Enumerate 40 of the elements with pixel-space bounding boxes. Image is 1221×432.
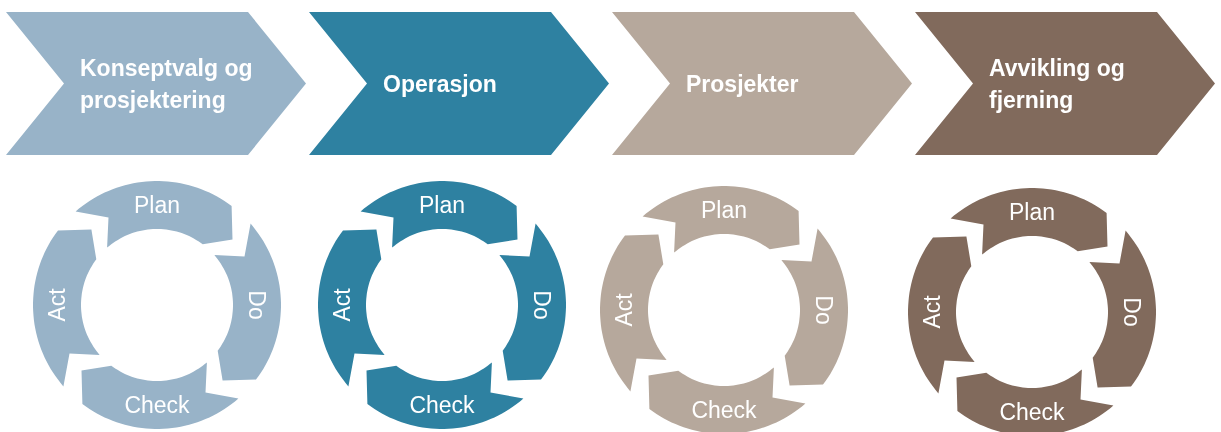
cycle-label: Plan [701, 197, 747, 223]
cycle-label: Do [244, 290, 270, 320]
cycle-label: Plan [419, 192, 465, 218]
check-segment [648, 367, 806, 432]
cycle-label: Do [1119, 297, 1145, 327]
act-segment [33, 229, 100, 387]
check-segment [956, 369, 1114, 432]
act-segment [318, 229, 385, 387]
act-segment [600, 234, 667, 392]
act-segment [908, 236, 975, 394]
stage-label: Prosjekter [686, 69, 800, 99]
do-segment [499, 223, 566, 381]
stage-label: Konseptvalg og prosjektering [80, 53, 254, 115]
cycle-label: Check [999, 399, 1065, 425]
plan-segment [642, 186, 800, 253]
cycle-label: Check [409, 392, 475, 418]
plan-segment [950, 188, 1108, 255]
cycle-label: Act [329, 288, 355, 322]
do-segment [214, 223, 281, 381]
plan-segment [360, 181, 518, 248]
stage-banner [309, 12, 609, 155]
do-segment [781, 228, 848, 386]
plan-segment [75, 181, 233, 248]
cycle-label: Act [611, 293, 637, 327]
check-segment [366, 362, 524, 429]
cycle-label: Do [811, 295, 837, 325]
stage-label: Avvikling og fjerning [989, 53, 1126, 115]
stage-banner [915, 12, 1215, 155]
check-segment [81, 362, 239, 429]
cycle-label: Do [529, 290, 555, 320]
cycle-label: Plan [1009, 199, 1055, 225]
stage-banner [6, 12, 306, 155]
stage-label: Operasjon [383, 69, 498, 99]
stage-banner [612, 12, 912, 155]
cycle-label: Act [919, 295, 945, 329]
cycle-label: Check [691, 397, 757, 423]
cycle-label: Act [44, 288, 70, 322]
cycle-label: Plan [134, 192, 180, 218]
do-segment [1089, 230, 1156, 388]
cycle-label: Check [124, 392, 190, 418]
